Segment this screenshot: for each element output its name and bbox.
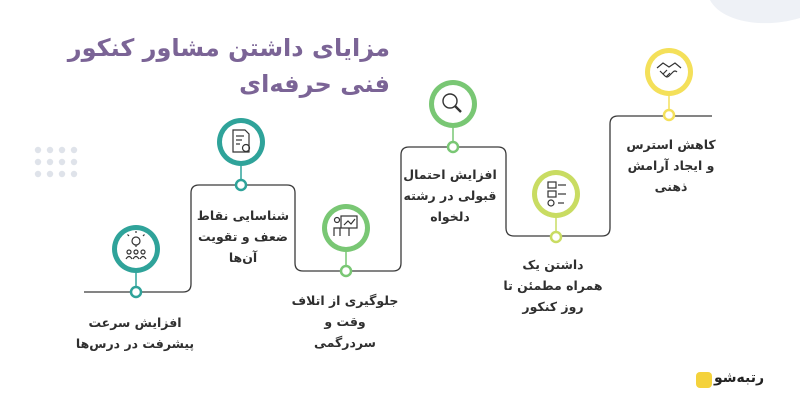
step-3-marker: [322, 204, 370, 278]
brand-logo: رتبه‌شو: [696, 370, 766, 390]
step-2-label: شناسایی نقاط ضعف و تقویت آن‌ها: [196, 208, 290, 265]
step-6-marker: [645, 48, 693, 122]
logo-text: رتبه‌شو: [714, 370, 765, 386]
title-line-2: فنی حرفه‌ای: [239, 70, 390, 98]
logo-badge-icon: [696, 372, 712, 388]
page-title: مزایای داشتن مشاور کنکور فنی حرفه‌ای: [30, 30, 390, 102]
step-5-marker: [532, 170, 580, 244]
step-5-label: داشتن یک همراه مطمئن تا روز کنکور: [503, 257, 603, 314]
document-gear-icon: [232, 129, 251, 153]
step-1-marker: [112, 225, 160, 299]
step-3-label: جلوگیری از اتلاف وقت و سردرگمی: [291, 293, 399, 350]
step-1-label: افزایش سرعت پیشرفت در درس‌ها: [75, 315, 195, 351]
decorative-blob: [710, 0, 800, 24]
handshake-icon: [656, 62, 682, 78]
team-idea-icon: [125, 231, 147, 260]
presentation-icon: [333, 215, 358, 236]
step-6-label: کاهش استرس و ایجاد آرامش ذهنی: [626, 137, 716, 194]
step-4-marker: [429, 80, 477, 154]
step-4-label: افزایش احتمال قبولی در رشته دلخواه: [403, 167, 497, 224]
checklist-icon: [547, 181, 566, 207]
step-2-marker: [217, 118, 265, 192]
magnifier-icon: [442, 93, 462, 113]
decorative-dot-grid: [34, 146, 78, 178]
title-line-1: مزایای داشتن مشاور کنکور: [67, 34, 390, 62]
